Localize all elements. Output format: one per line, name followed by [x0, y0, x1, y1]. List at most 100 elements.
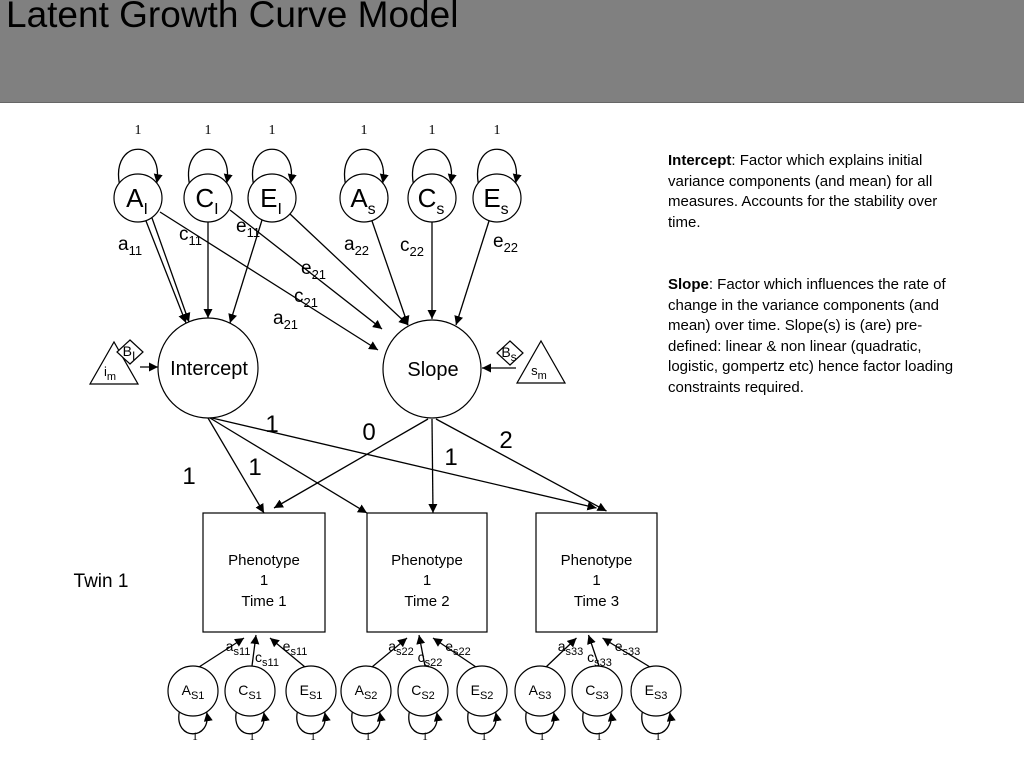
slope-beta-label: Bs — [501, 344, 516, 364]
slope-loading: 0 — [362, 419, 375, 446]
phenotype-box — [202, 512, 326, 633]
path-slope-t1 — [273, 418, 429, 509]
slope-text: : Factor which influences the rate of ch… — [668, 276, 954, 396]
latent-factor-circle — [407, 173, 457, 223]
phenotype-line1: Phenotype — [391, 552, 463, 569]
residual-path-c — [250, 634, 260, 667]
residual-variance-label: 1 — [365, 729, 371, 743]
residual-path-coefficient: es22 — [445, 638, 471, 658]
residual-factor-circle — [340, 665, 392, 717]
residual-variance-arrow — [465, 702, 502, 735]
path-intercept-t3 — [211, 417, 597, 511]
intercept-beta-diamond — [116, 339, 144, 365]
latent-factor-circle — [339, 173, 389, 223]
residual-factor-circle — [224, 665, 276, 717]
residual-factor-label: AS2 — [355, 682, 378, 702]
residual-path-coefficient: es33 — [615, 638, 641, 658]
variance-arrow — [250, 148, 297, 193]
latent-factor-label: EI — [260, 183, 282, 218]
intercept-mean-triangle — [88, 340, 140, 385]
slope-loading: 1 — [444, 444, 457, 471]
path-coefficient: c11 — [179, 224, 202, 248]
phenotype-box — [366, 512, 488, 633]
variance-label: 1 — [361, 123, 368, 138]
residual-variance-arrow — [176, 702, 213, 735]
residual-factor-circle — [514, 665, 566, 717]
residual-factor-label: CS1 — [238, 682, 262, 702]
residual-path-coefficient: as22 — [388, 638, 414, 658]
latent-factor-circle — [183, 173, 233, 223]
intercept-text: : Factor which explains initial variance… — [668, 152, 938, 231]
path-coefficient: e22 — [493, 231, 518, 255]
latent-factor-circle — [472, 173, 522, 223]
twin-label: Twin 1 — [74, 571, 129, 592]
path-coefficient: a21 — [273, 308, 298, 332]
residual-factor-label: ES2 — [471, 682, 494, 702]
intercept-circle — [157, 317, 259, 419]
variance-arrow — [186, 148, 233, 193]
path-slope-t3 — [435, 418, 607, 512]
residual-variance-label: 1 — [192, 729, 198, 743]
path-c21 — [229, 209, 383, 330]
path-coefficient: a22 — [344, 234, 369, 258]
phenotype-line2: 1 — [423, 572, 431, 589]
slope-term: Slope — [668, 276, 709, 293]
residual-path-coefficient: cs33 — [587, 649, 612, 669]
path-intercept-t1 — [207, 417, 265, 514]
residual-variance-label: 1 — [596, 729, 602, 743]
intercept-loading: 1 — [265, 411, 278, 438]
residual-path-a — [198, 637, 245, 668]
residual-variance-arrow — [580, 702, 617, 735]
residual-path-c — [416, 634, 426, 667]
latent-factor-label: CI — [195, 183, 218, 218]
phenotype-line3: Time 1 — [241, 593, 286, 610]
residual-path-a — [371, 637, 408, 668]
residual-variance-arrow — [406, 702, 443, 735]
latent-factor-label: As — [350, 183, 375, 218]
variance-arrow — [475, 148, 522, 193]
phenotype-line3: Time 2 — [404, 593, 449, 610]
title-bar: Latent Growth Curve Model — [0, 0, 1024, 103]
residual-path-e — [602, 637, 651, 668]
phenotype-line2: 1 — [260, 572, 268, 589]
residual-factor-label: CS3 — [585, 682, 609, 702]
variance-label: 1 — [135, 123, 142, 138]
path-coefficient: e21 — [301, 258, 326, 282]
latent-factor-circle — [247, 173, 297, 223]
residual-factor-circle — [456, 665, 508, 717]
path-coefficient: e11 — [236, 216, 260, 240]
path-a11 — [145, 220, 187, 324]
residual-variance-label: 1 — [249, 729, 255, 743]
latent-factor-label: Es — [483, 183, 508, 218]
phenotype-line1: Phenotype — [561, 552, 633, 569]
residual-variance-label: 1 — [655, 729, 661, 743]
latent-factor-label: AI — [126, 183, 148, 218]
residual-variance-label: 1 — [310, 729, 316, 743]
variance-arrow — [342, 148, 389, 193]
variance-label: 1 — [429, 123, 436, 138]
variance-label: 1 — [494, 123, 501, 138]
path-slope-t2 — [428, 418, 438, 514]
path-e11 — [228, 219, 263, 324]
residual-variance-arrow — [233, 702, 270, 735]
residual-variance-label: 1 — [481, 729, 487, 743]
residual-path-coefficient: as11 — [226, 638, 251, 658]
residual-path-coefficient: cs11 — [255, 649, 279, 669]
variance-arrow — [116, 148, 163, 193]
slope-label: Slope — [407, 359, 458, 381]
intercept-loading: 1 — [182, 463, 195, 490]
residual-variance-arrow — [294, 702, 331, 735]
slope-circle — [382, 319, 482, 419]
residual-path-coefficient: cs22 — [418, 649, 443, 669]
latent-factor-circle — [113, 173, 163, 223]
residual-path-e — [269, 637, 306, 668]
phenotype-line3: Time 3 — [574, 593, 619, 610]
residual-factor-circle — [397, 665, 449, 717]
residual-variance-arrow — [523, 702, 560, 735]
residual-variance-label: 1 — [422, 729, 428, 743]
residual-path-e — [432, 637, 477, 668]
path-intercept-t2 — [209, 417, 368, 514]
residual-factor-label: AS1 — [182, 682, 205, 702]
variance-label: 1 — [205, 123, 212, 138]
